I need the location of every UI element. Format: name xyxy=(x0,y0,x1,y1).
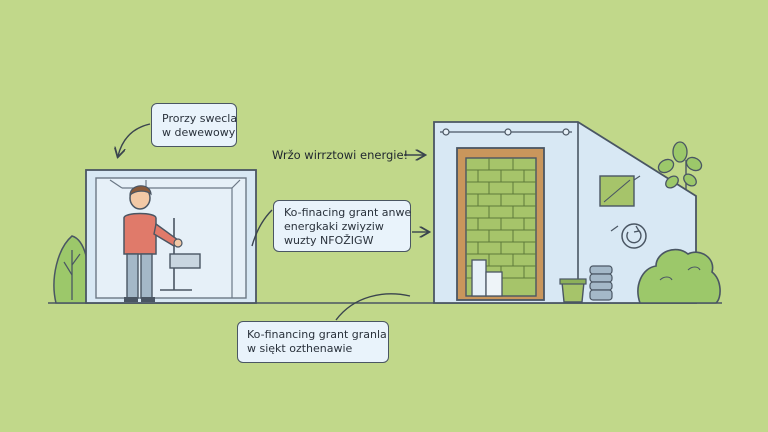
callout-top-left: Prorzy swecla w dewewowy xyxy=(151,103,237,147)
callout-middle-line-3: wuzty NFOŽIGW xyxy=(284,234,374,247)
arrow-top-left xyxy=(118,123,151,156)
bucket-icon xyxy=(559,278,587,303)
callout-middle-line-1: Ko-finacing grant anwe xyxy=(284,206,412,219)
right-bush-icon xyxy=(637,248,721,304)
callout-bottom-line-2: w siękt ozthenawie xyxy=(247,342,353,355)
headline-label: Wržo wirrztowi energie! xyxy=(272,148,409,162)
leaf-plant-icon xyxy=(657,141,703,190)
brick-wall xyxy=(456,147,545,301)
left-bush-icon xyxy=(53,235,90,304)
callout-bottom: Ko-financing grant granla w siękt ozthen… xyxy=(237,321,389,363)
arrow-bottom xyxy=(335,293,411,321)
arrow-middle-left xyxy=(251,209,273,247)
callout-bottom-line-1: Ko-financing grant granla xyxy=(247,328,387,341)
person-icon xyxy=(123,185,183,302)
callout-top-left-line-1: Prorzy swecla xyxy=(162,112,238,125)
callout-middle-line-2: energkaki zwiyziw xyxy=(284,220,384,233)
refresh-icon xyxy=(610,223,647,249)
callout-middle: Ko-finacing grant anwe energkaki zwiyziw… xyxy=(273,200,411,252)
callout-top-left-line-2: w dewewowy xyxy=(162,126,236,139)
insulation-stack-icon xyxy=(589,265,613,301)
wall-panel-icon xyxy=(599,175,641,207)
